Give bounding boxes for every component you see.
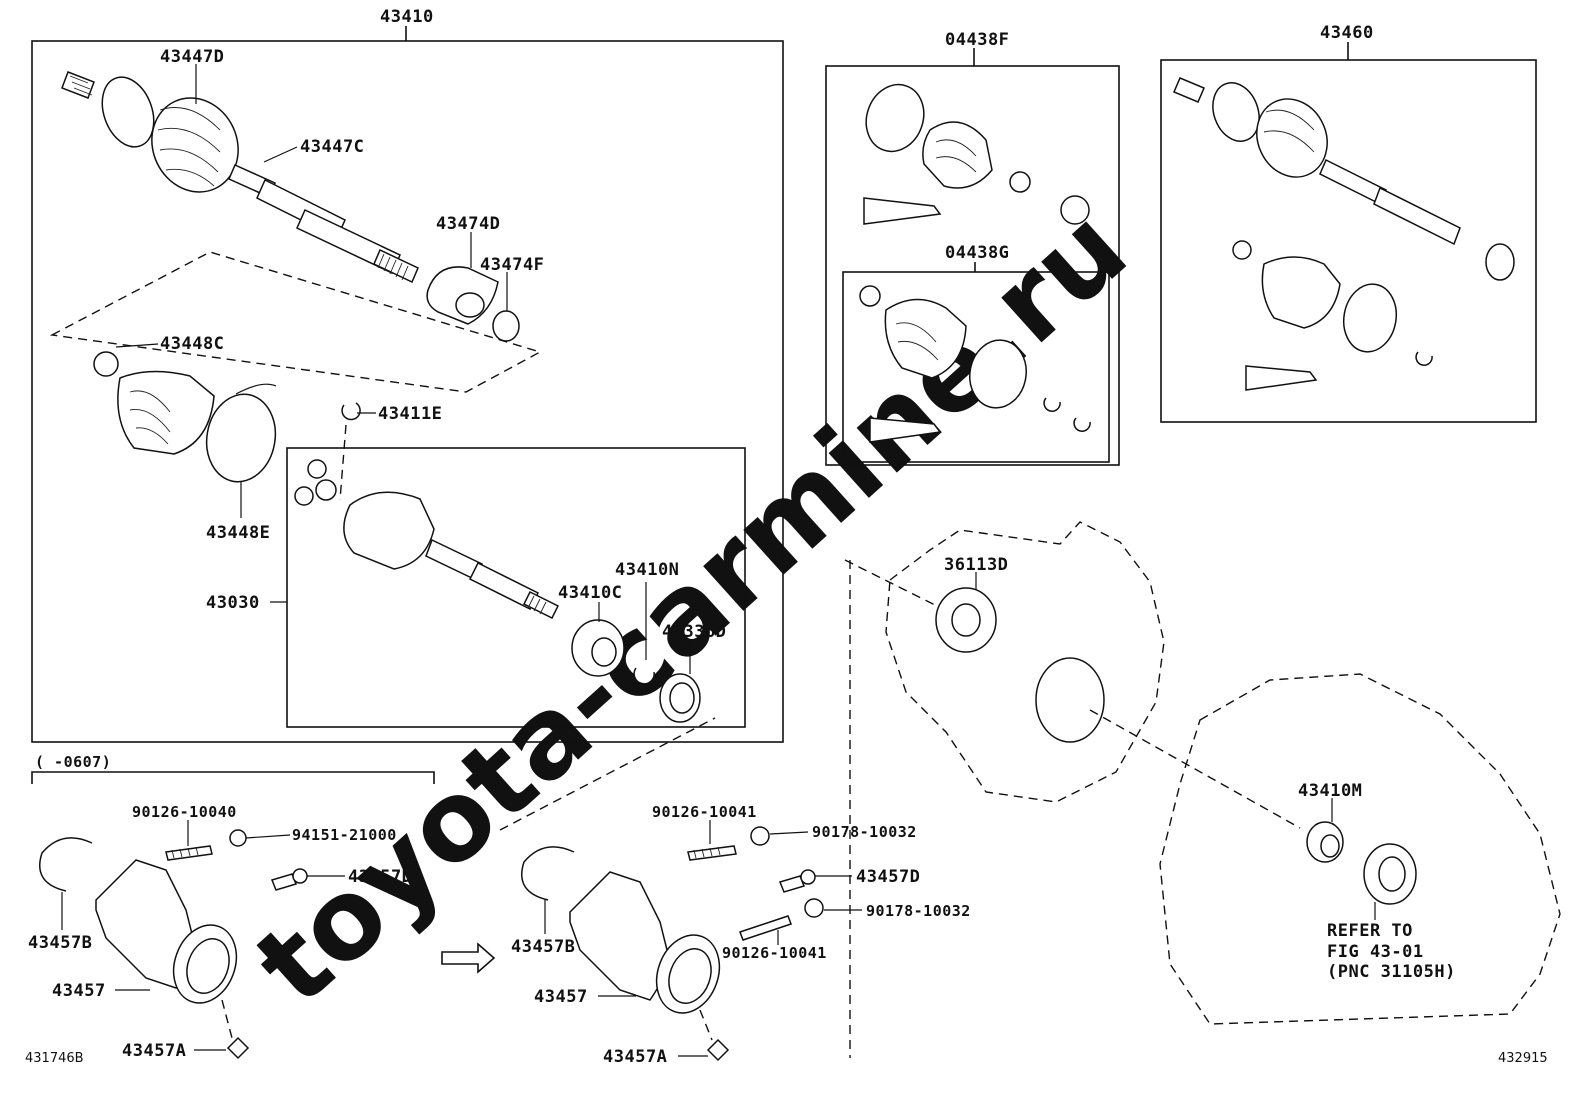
label-90126-10041-lower[interactable]: 90126-10041 xyxy=(722,944,827,962)
drive-shaft-outer-joint xyxy=(61,71,419,284)
label-43457-right[interactable]: 43457 xyxy=(534,987,588,1007)
bracket-new-dashed-lead xyxy=(499,717,716,831)
bracket-new xyxy=(521,826,824,1062)
label-43460[interactable]: 43460 xyxy=(1320,23,1374,43)
label-43448E[interactable]: 43448E xyxy=(206,523,270,543)
label-43411E[interactable]: 43411E xyxy=(378,404,442,424)
label-43410[interactable]: 43410 xyxy=(380,7,434,27)
date-range-label: ( -0607) xyxy=(35,753,111,771)
label-90126-10041-upper[interactable]: 90126-10041 xyxy=(652,803,757,821)
diagram-code-left: 431746B xyxy=(25,1051,84,1066)
label-04438G[interactable]: 04438G xyxy=(945,243,1009,263)
date-range-bracket xyxy=(31,771,435,784)
kit-04438G-frame xyxy=(842,271,1110,463)
label-90178-10032-upper[interactable]: 90178-10032 xyxy=(812,823,917,841)
label-43030[interactable]: 43030 xyxy=(206,593,260,613)
transmission-outline xyxy=(1159,673,1561,1025)
dynamic-damper xyxy=(426,266,520,342)
label-43457D-right[interactable]: 43457D xyxy=(856,867,920,887)
label-43457A-right[interactable]: 43457A xyxy=(603,1047,667,1067)
label-43447C[interactable]: 43447C xyxy=(300,137,364,157)
label-43448C[interactable]: 43448C xyxy=(160,334,224,354)
kit-04438F-frame xyxy=(825,65,1120,466)
transaxle-case-outline xyxy=(885,521,1165,803)
bearing-43410M xyxy=(1306,821,1417,905)
supersession-arrow xyxy=(441,942,496,974)
label-43457D-left[interactable]: 43457D xyxy=(348,867,412,887)
refer-line-1: REFER TO xyxy=(1327,921,1413,941)
assembly-43460-parts xyxy=(1173,77,1515,391)
label-04438F[interactable]: 04438F xyxy=(945,30,1009,50)
label-43410N[interactable]: 43410N xyxy=(615,560,679,580)
diagram-code-right: 432915 xyxy=(1498,1051,1548,1066)
label-43457A-left[interactable]: 43457A xyxy=(122,1041,186,1061)
assembly-43410-frame xyxy=(31,26,784,743)
label-90126-10040-left[interactable]: 90126-10040 xyxy=(132,803,237,821)
label-41336D[interactable]: 41336D xyxy=(662,622,726,642)
label-43474F[interactable]: 43474F xyxy=(480,255,544,275)
label-43474D[interactable]: 43474D xyxy=(436,214,500,234)
watermark: toyota-carmine.ru xyxy=(232,184,1151,1029)
inner-joint-frame xyxy=(286,447,746,728)
inner-joint-shaft xyxy=(294,459,701,723)
label-90178-10032-lower[interactable]: 90178-10032 xyxy=(866,902,971,920)
bracket-old xyxy=(39,829,308,1060)
label-43410C[interactable]: 43410C xyxy=(558,583,622,603)
assembly-43460-frame xyxy=(1160,59,1537,423)
label-43457B-left[interactable]: 43457B xyxy=(28,933,92,953)
label-94151-21000-left[interactable]: 94151-21000 xyxy=(292,826,397,844)
label-43447D[interactable]: 43447D xyxy=(160,47,224,67)
refer-line-3: (PNC 31105H) xyxy=(1327,962,1456,982)
label-43457-left[interactable]: 43457 xyxy=(52,981,106,1001)
label-36113D[interactable]: 36113D xyxy=(944,555,1008,575)
label-43410M[interactable]: 43410M xyxy=(1298,781,1362,801)
kit-04438G-parts xyxy=(859,285,1091,443)
inner-boot xyxy=(93,351,277,483)
kit-04438F-parts xyxy=(863,83,1090,225)
label-43457B-right[interactable]: 43457B xyxy=(511,937,575,957)
refer-line-2: FIG 43-01 xyxy=(1327,942,1424,962)
snap-ring-43411E xyxy=(341,402,361,421)
